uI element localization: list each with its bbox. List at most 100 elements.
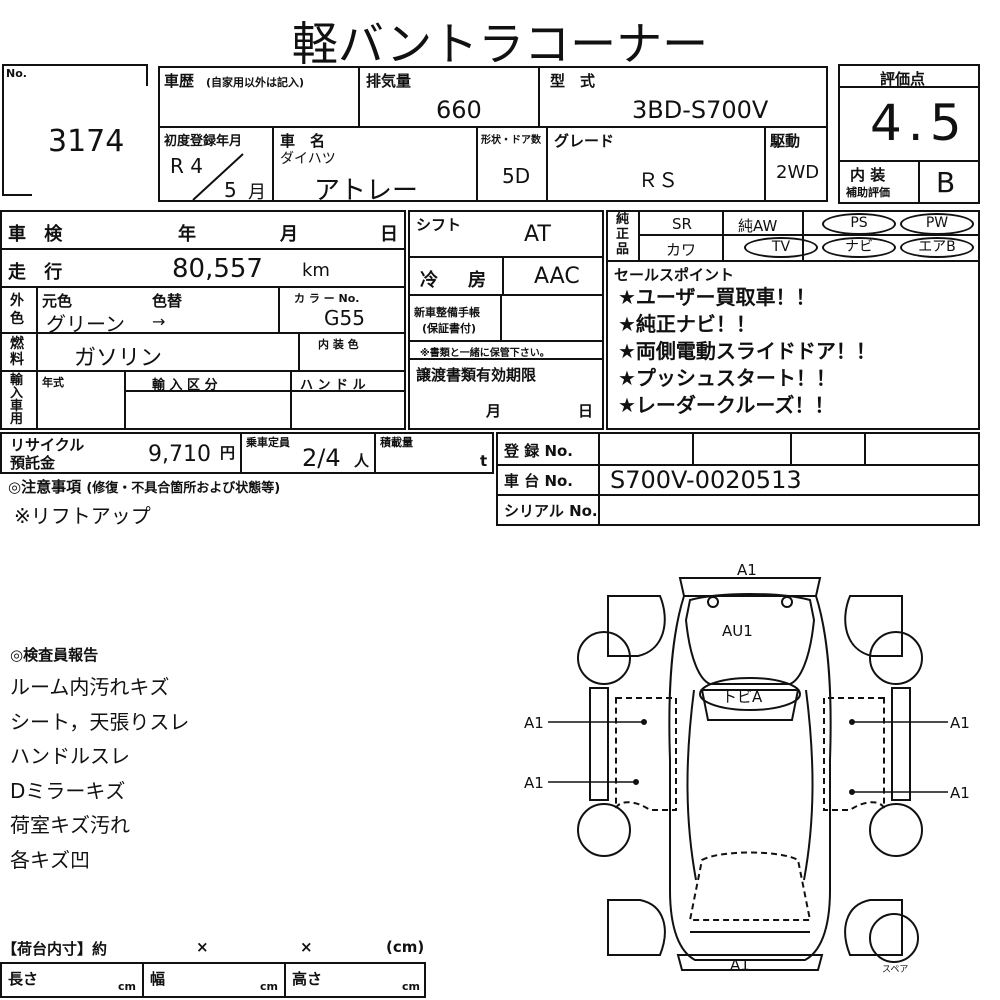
- cargo-width-label: 幅: [150, 970, 166, 988]
- wheel-left-rear: [577, 803, 631, 857]
- drive-label: 駆動: [770, 132, 801, 150]
- inspection-label: 車 検: [8, 224, 69, 245]
- recycle-value: 9,710: [148, 442, 211, 467]
- warranty-note: ※書類と一緒に保管下さい。: [420, 348, 550, 359]
- recycle-label: リサイクル: [10, 436, 85, 454]
- diag-rear: A1: [730, 956, 750, 974]
- first-reg-month: 5: [224, 178, 237, 202]
- drive-value: 2WD: [776, 162, 820, 183]
- inspection-day: 日: [380, 224, 398, 245]
- diag-left-front: A1: [524, 714, 544, 732]
- car-name-cell: 車 名 ダイハツ アトレー: [272, 126, 478, 206]
- grade-label: グレード: [554, 132, 615, 150]
- ac-label: 冷 房: [420, 270, 492, 291]
- rating-value: 4.5: [870, 94, 968, 152]
- diag-right-rear: A1: [950, 784, 970, 802]
- cargo-box: 長さ cm 幅 cm 高さ cm: [0, 962, 426, 998]
- transfer-month: 月: [486, 402, 502, 420]
- warranty-cell: 新車整備手帳 (保証書付) ※書類と一緒に保管下さい。: [408, 294, 604, 360]
- notes-title: ◎注意事項: [8, 478, 82, 496]
- color-original-label: 元色: [42, 292, 73, 310]
- inspector-list: ルーム内汚れキズ シート，天張りスレ ハンドルスレ Dミラーキズ 荷室キズ汚れ …: [10, 670, 189, 877]
- sales-point-list: ★ユーザー買取車！！ ★純正ナビ！！ ★両側電動スライドドア！！ ★プッシュスタ…: [618, 284, 876, 419]
- inspector-item: Dミラーキズ: [10, 778, 126, 803]
- page-title: 軽バントラコーナー: [291, 17, 709, 71]
- roof-oval: [699, 677, 801, 711]
- equipment-label: 純正品: [616, 212, 630, 257]
- inspector-item: 各キズ凹: [10, 847, 90, 872]
- displacement-cell: 排気量 660: [358, 66, 540, 128]
- lot-number: 3174: [48, 124, 125, 159]
- cargo-x1: ×: [196, 938, 209, 956]
- equipment-box: 純正品 SR 純AW カワ PS PW TV ナビ エアB: [606, 210, 980, 262]
- inspection-row: 車 検 年 月 日: [0, 210, 406, 250]
- fuel-value: ガソリン: [74, 346, 163, 371]
- color-repaint-label: 色替: [152, 292, 183, 310]
- grade-value: ＲＳ: [638, 168, 678, 192]
- aux-label: 補助評価: [846, 186, 890, 199]
- recycle-row: リサイクル 預託金 9,710 円 乗車定員 2/4 人 積載量 t: [0, 432, 494, 474]
- right-rear-fender: [844, 899, 903, 956]
- left-door-area: [615, 697, 677, 811]
- headlamp-left: [707, 596, 719, 608]
- rear-window: [688, 851, 812, 921]
- inspector-item: ハンドルスレ: [10, 744, 130, 768]
- rating-box: 評価点 4.5 内 装 補助評価 B: [838, 64, 980, 204]
- registration-box: 登 録 No. 車 台 No. S700V-0020513 シリアル No.: [496, 432, 980, 526]
- model-type-cell: 型 式 3BD-S700V: [538, 66, 828, 128]
- transfer-cell: 譲渡書類有効期限 月 日: [408, 358, 604, 430]
- inspection-month: 月: [280, 224, 298, 245]
- cargo-x2: ×: [300, 938, 313, 956]
- inspector-item: ルーム内汚れキズ: [10, 675, 170, 699]
- mileage-label: 走 行: [8, 262, 69, 283]
- left-rear-fender: [607, 899, 666, 956]
- rear-bumper: [676, 954, 824, 971]
- rating-label: 評価点: [880, 70, 926, 88]
- equip-airbag-oval: エアB: [900, 237, 974, 258]
- capacity-value: 2/4: [302, 444, 341, 472]
- wheel-right-front: [869, 631, 923, 685]
- fuel-row: 燃料 ガソリン 内 装 色: [0, 332, 406, 372]
- displacement-label: 排気量: [366, 72, 412, 90]
- equip-sr: SR: [672, 215, 692, 233]
- windshield: [700, 689, 800, 721]
- transfer-day: 日: [578, 402, 594, 420]
- sales-point-box: セールスポイント ★ユーザー買取車！！ ★純正ナビ！！ ★両側電動スライドドア！…: [606, 260, 980, 430]
- history-label: 車歴: [164, 72, 195, 90]
- cargo-label: 【荷台内寸】約: [2, 940, 108, 958]
- equip-aw: 純AW: [738, 217, 778, 235]
- car-maker: ダイハツ: [280, 151, 336, 167]
- shift-cell: シフト AT: [408, 210, 604, 258]
- wheel-right-rear: [869, 803, 923, 857]
- dot-right-rear: [849, 789, 855, 795]
- interior-color-label: 内 装 色: [318, 338, 359, 351]
- inspector-item: 荷室キズ汚れ: [10, 813, 130, 837]
- shift-label: シフト: [416, 216, 462, 234]
- doors-value: 5D: [502, 164, 531, 188]
- cabin-line-right: [803, 689, 814, 881]
- doors-cell: 形状・ドア数 5D: [476, 126, 548, 202]
- history-cell: 車歴 (自家用以外は記入): [158, 66, 360, 128]
- car-name-value: アトレー: [314, 176, 419, 206]
- color-side-label: 外色: [10, 293, 24, 327]
- shift-value: AT: [524, 222, 551, 247]
- drive-cell: 駆動 2WD: [764, 126, 828, 202]
- displacement-value: 660: [436, 96, 482, 124]
- color-code-label: カ ラ ー No.: [294, 292, 360, 305]
- recycle-unit: 円: [220, 444, 236, 462]
- equip-ps-oval: PS: [822, 213, 896, 235]
- mileage-unit: km: [302, 260, 330, 281]
- registration-label: 登 録 No.: [504, 442, 574, 460]
- serial-label: シリアル No.: [504, 502, 598, 520]
- color-row: 外色 元色 色替 グリーン → カ ラ ー No. G55: [0, 286, 406, 336]
- first-reg-year: R 4: [170, 154, 203, 178]
- chassis-label: 車 台 No.: [504, 472, 574, 490]
- color-arrow: →: [152, 312, 166, 331]
- diag-front: A1: [737, 561, 757, 579]
- interior-value: B: [936, 166, 956, 199]
- capacity-unit: 人: [354, 452, 370, 470]
- grade-cell: グレード ＲＳ: [546, 126, 766, 202]
- chassis-value: S700V-0020513: [610, 466, 802, 494]
- cargo-length-label: 長さ: [8, 970, 39, 988]
- dot-right-front: [849, 719, 855, 725]
